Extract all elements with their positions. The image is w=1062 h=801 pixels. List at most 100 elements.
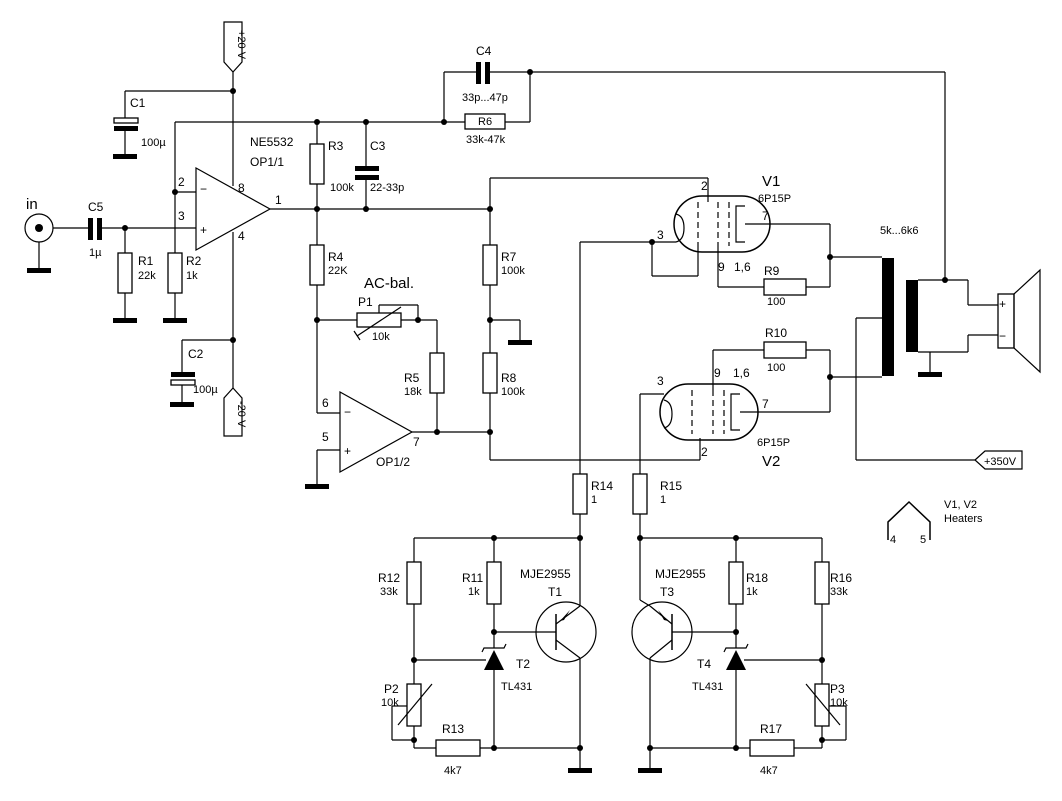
r12-resistor xyxy=(406,561,422,605)
r11-ref: R11 xyxy=(462,571,483,585)
c1-plate-minus xyxy=(114,126,138,131)
r18-ref: R18 xyxy=(746,571,768,585)
r8-resistor xyxy=(482,352,498,394)
r16-ref: R16 xyxy=(830,571,852,585)
r11-value: 1k xyxy=(468,586,480,598)
c3-ref: C3 xyxy=(370,139,386,153)
c1-plate-plus xyxy=(113,117,139,124)
input-jack-center xyxy=(35,224,43,232)
c5-plate-a xyxy=(88,218,93,240)
c4-plate-a xyxy=(476,62,481,84)
c4-plate-b xyxy=(485,62,490,84)
ground-symbol xyxy=(918,372,942,377)
r3-value: 100k xyxy=(330,182,354,194)
r12-ref: R12 xyxy=(378,571,400,585)
op1-pin3: 3 xyxy=(178,209,185,223)
r16-resistor xyxy=(814,561,830,605)
supply-pos: +20 V xyxy=(235,30,247,60)
opamp-op1-1 xyxy=(195,166,272,252)
op1-plus: + xyxy=(200,223,207,237)
v1-pin9: 9 xyxy=(718,260,725,274)
tube-v1: V1 6P15P 2 3 7 9 1,6 R9 100 xyxy=(490,173,833,308)
r17-resistor xyxy=(749,739,795,757)
input-label: in xyxy=(26,196,38,213)
v2-pin2: 2 xyxy=(701,445,708,459)
r8-value: 100k xyxy=(501,386,525,398)
t4-ref: T4 xyxy=(697,657,711,671)
r13-ref: R13 xyxy=(442,722,464,736)
speaker-icon xyxy=(1013,268,1041,374)
v1-ref: V1 xyxy=(762,173,780,190)
t1-type: MJE2955 xyxy=(520,567,571,581)
t2-type: TL431 xyxy=(501,681,532,693)
p1-trim-arrow xyxy=(356,306,402,337)
v1-pin16: 1,6 xyxy=(734,260,751,274)
r12-value: 33k xyxy=(380,586,398,598)
r7-value: 100k xyxy=(501,265,525,277)
v1-envelope xyxy=(673,195,771,253)
v1-pin7: 7 xyxy=(762,209,769,223)
hv-supply-flag xyxy=(974,450,1023,470)
p1-potentiometer xyxy=(356,312,402,328)
c4-value: 33p...47p xyxy=(462,92,508,104)
v2-pin16: 1,6 xyxy=(733,366,750,380)
t4-type: TL431 xyxy=(692,681,723,693)
p3-ref: P3 xyxy=(830,682,845,696)
ground-symbol xyxy=(113,318,137,323)
transformer-secondary xyxy=(906,280,918,352)
r15-ref: R15 xyxy=(660,479,682,493)
input-section: in C5 1µ R1 22k xyxy=(24,196,196,323)
r13-value: 4k7 xyxy=(444,765,462,777)
r2-ref: R2 xyxy=(186,254,202,268)
op1-minus: − xyxy=(200,182,207,196)
transformer-impedance: 5k...6k6 xyxy=(880,225,919,237)
tube-v2: V2 6P15P 2 3 7 9 1,6 R10 100 xyxy=(639,326,833,474)
r11-resistor xyxy=(486,561,502,605)
r4-value: 22K xyxy=(328,265,348,277)
heater-symbol xyxy=(887,500,931,540)
ground-symbol xyxy=(163,318,187,323)
r10-ref: R10 xyxy=(765,326,787,340)
r2-value: 1k xyxy=(186,270,198,282)
feedback-section: C4 33p...47p R6 33k-47k R3 100k C3 22-33… xyxy=(175,44,945,461)
r6-resistor xyxy=(464,113,506,130)
v2-pin3: 3 xyxy=(657,374,664,388)
op1-pin1: 1 xyxy=(275,193,282,207)
r17-value: 4k7 xyxy=(760,765,778,777)
v2-pin7: 7 xyxy=(762,397,769,411)
r14-ref: R14 xyxy=(591,479,613,493)
speaker-plus: + xyxy=(999,297,1006,311)
c2-plate-plus xyxy=(170,379,196,386)
c5-value: 1µ xyxy=(89,247,102,259)
t3-type: MJE2955 xyxy=(655,567,706,581)
p3-potentiometer xyxy=(814,683,830,727)
op2-pin6: 6 xyxy=(322,396,329,410)
c3-plate-b xyxy=(355,175,379,180)
r17-ref: R17 xyxy=(760,722,782,736)
r1-value: 22k xyxy=(138,270,156,282)
v2-ref: V2 xyxy=(762,453,780,470)
c4-ref: C4 xyxy=(476,44,492,58)
r7-ref: R7 xyxy=(501,250,517,264)
t3-ref: T3 xyxy=(660,585,674,599)
op2-plus: + xyxy=(344,444,351,458)
r10-resistor xyxy=(763,341,807,359)
ground-symbol xyxy=(305,484,329,489)
t2-shunt-regulator xyxy=(484,650,504,670)
r1-ref: R1 xyxy=(138,254,154,268)
r15-value: 1 xyxy=(660,494,666,506)
c5-plate-b xyxy=(97,218,102,240)
r9-resistor xyxy=(763,278,807,296)
c2-value: 100µ xyxy=(193,384,218,396)
r9-ref: R9 xyxy=(764,264,780,278)
opamp-op1-2 xyxy=(339,390,414,474)
r7-resistor xyxy=(482,244,498,286)
c3-value: 22-33p xyxy=(370,182,404,194)
r15-resistor xyxy=(632,473,648,515)
r4-resistor xyxy=(309,244,325,286)
op1-pin8: 8 xyxy=(238,181,245,195)
p1-value: 10k xyxy=(372,331,390,343)
p1-ref: P1 xyxy=(358,295,373,309)
current-source-right: R15 1 MJE2955 T3 R18 1k T4 TL431 xyxy=(631,473,852,777)
